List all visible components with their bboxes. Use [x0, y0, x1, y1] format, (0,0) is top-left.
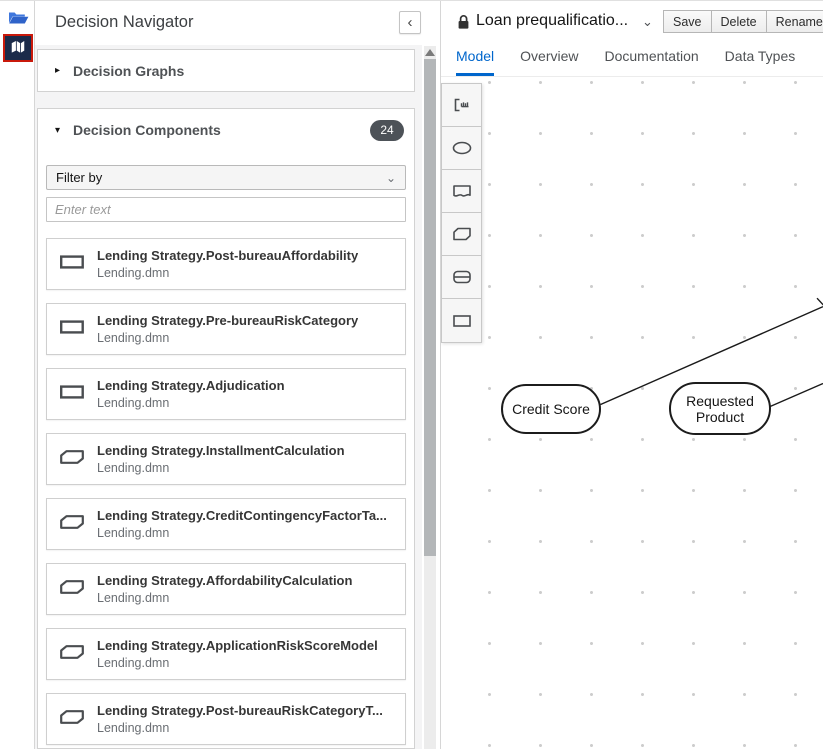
component-file: Lending.dmn — [97, 396, 170, 411]
knowledge-source-icon[interactable] — [442, 170, 481, 213]
section-label: Decision Components — [73, 122, 221, 139]
component-title: Lending Strategy.Post-bureauRiskCategory… — [97, 703, 383, 719]
decision-service-icon[interactable] — [442, 256, 481, 299]
decision-icon[interactable] — [442, 299, 481, 342]
filter-text-input[interactable] — [46, 197, 406, 223]
business-knowledge-model-icon — [59, 644, 85, 665]
node-palette — [441, 83, 482, 343]
chevron-down-icon: ⌄ — [385, 170, 396, 185]
filter-by-label: Filter by — [56, 170, 103, 186]
decision-components-header[interactable]: ▾ Decision Components 24 — [38, 109, 414, 151]
caret-down-icon: ▾ — [55, 124, 61, 136]
rename-button[interactable]: Rename — [765, 10, 823, 33]
node-label: Requested Product — [686, 392, 754, 425]
list-item[interactable]: Lending Strategy.InstallmentCalculation … — [46, 433, 406, 486]
input-data-node-credit-score[interactable]: Credit Score — [501, 384, 601, 434]
scrollbar-thumb[interactable] — [424, 59, 436, 556]
list-item[interactable]: Lending Strategy.Post-bureauRiskCategory… — [46, 693, 406, 746]
decision-components-section: ▾ Decision Components 24 Filter by ⌄ — [37, 108, 415, 749]
filter-by-dropdown[interactable]: Filter by ⌄ — [46, 165, 406, 191]
decision-navigator-button[interactable] — [3, 34, 33, 62]
business-knowledge-model-icon[interactable] — [442, 213, 481, 256]
diagram-edges — [600, 297, 823, 408]
node-library-icon[interactable] — [442, 84, 481, 127]
chevron-down-icon[interactable]: ⌄ — [642, 14, 653, 29]
folder-open-icon — [8, 10, 29, 31]
business-knowledge-model-icon — [59, 579, 85, 600]
editor-header: Loan prequalificatio... ⌄ Save Delete Re… — [441, 1, 823, 41]
decision-icon — [59, 384, 85, 405]
diagram-canvas[interactable]: Credit Score Requested Product — [441, 77, 823, 749]
editor-tab-bar: Model Overview Documentation Data Types — [441, 41, 823, 77]
decision-icon — [59, 254, 85, 275]
project-explorer-button[interactable] — [3, 6, 33, 34]
panel-scrollbar — [424, 46, 436, 749]
business-knowledge-model-icon — [59, 514, 85, 535]
tab-overview[interactable]: Overview — [520, 48, 579, 64]
list-item[interactable]: Lending Strategy.AffordabilityCalculatio… — [46, 563, 406, 616]
save-button[interactable]: Save — [663, 10, 712, 33]
component-file: Lending.dmn — [97, 721, 170, 736]
component-file: Lending.dmn — [97, 331, 170, 346]
asset-title: Loan prequalificatio... — [476, 12, 629, 29]
left-tool-rail — [0, 1, 35, 749]
business-knowledge-model-icon — [59, 709, 85, 730]
caret-right-icon: ▸ — [55, 65, 61, 77]
components-list: Lending Strategy.Post-bureauAffordabilit… — [38, 238, 414, 748]
components-count-badge: 24 — [370, 119, 404, 141]
dmn-model-editor: Loan prequalificatio... ⌄ Save Delete Re… — [440, 1, 823, 749]
node-label: Credit Score — [512, 401, 590, 417]
map-icon — [7, 36, 29, 61]
component-file: Lending.dmn — [97, 591, 170, 606]
business-knowledge-model-icon — [59, 449, 85, 470]
component-title: Lending Strategy.ApplicationRiskScoreMod… — [97, 638, 378, 654]
navigator-header: Decision Navigator ‹ — [35, 1, 440, 45]
decision-icon — [59, 319, 85, 340]
component-title: Lending Strategy.Post-bureauAffordabilit… — [97, 248, 359, 264]
list-item[interactable]: Lending Strategy.CreditContingencyFactor… — [46, 498, 406, 551]
input-data-node-requested-product[interactable]: Requested Product — [669, 382, 771, 435]
component-title: Lending Strategy.Adjudication — [97, 378, 285, 394]
scrollbar-up-arrow-icon[interactable] — [425, 49, 435, 56]
list-item[interactable]: Lending Strategy.ApplicationRiskScoreMod… — [46, 628, 406, 681]
list-item[interactable]: Lending Strategy.Pre-bureauRiskCategory … — [46, 303, 406, 356]
tab-documentation[interactable]: Documentation — [604, 48, 699, 64]
collapse-panel-button[interactable]: ‹ — [399, 11, 421, 34]
section-label: Decision Graphs — [73, 62, 185, 79]
component-title: Lending Strategy.AffordabilityCalculatio… — [97, 573, 353, 589]
tab-model[interactable]: Model — [456, 48, 495, 76]
component-title: Lending Strategy.InstallmentCalculation — [97, 443, 345, 459]
list-item[interactable]: Lending Strategy.Adjudication Lending.dm… — [46, 368, 406, 421]
panel-title: Decision Navigator — [55, 13, 194, 31]
chevron-left-icon: ‹ — [407, 14, 413, 31]
list-item[interactable]: Lending Strategy.Post-bureauAffordabilit… — [46, 238, 406, 291]
component-file: Lending.dmn — [97, 656, 170, 671]
component-title: Lending Strategy.CreditContingencyFactor… — [97, 508, 387, 524]
decision-navigator-panel: Decision Navigator ‹ ▸ Decision Graphs ▾… — [35, 1, 440, 749]
editor-actions: Save Delete Rename Co — [663, 10, 823, 33]
component-file: Lending.dmn — [97, 266, 170, 281]
lock-icon — [457, 14, 470, 35]
delete-button[interactable]: Delete — [710, 10, 767, 33]
input-data-icon[interactable] — [442, 127, 481, 170]
navigator-body: ▸ Decision Graphs ▾ Decision Components … — [35, 45, 422, 749]
component-file: Lending.dmn — [97, 461, 170, 476]
component-title: Lending Strategy.Pre-bureauRiskCategory — [97, 313, 359, 329]
component-file: Lending.dmn — [97, 526, 170, 541]
decision-graphs-section[interactable]: ▸ Decision Graphs — [37, 49, 415, 93]
tab-data-types[interactable]: Data Types — [724, 48, 796, 64]
